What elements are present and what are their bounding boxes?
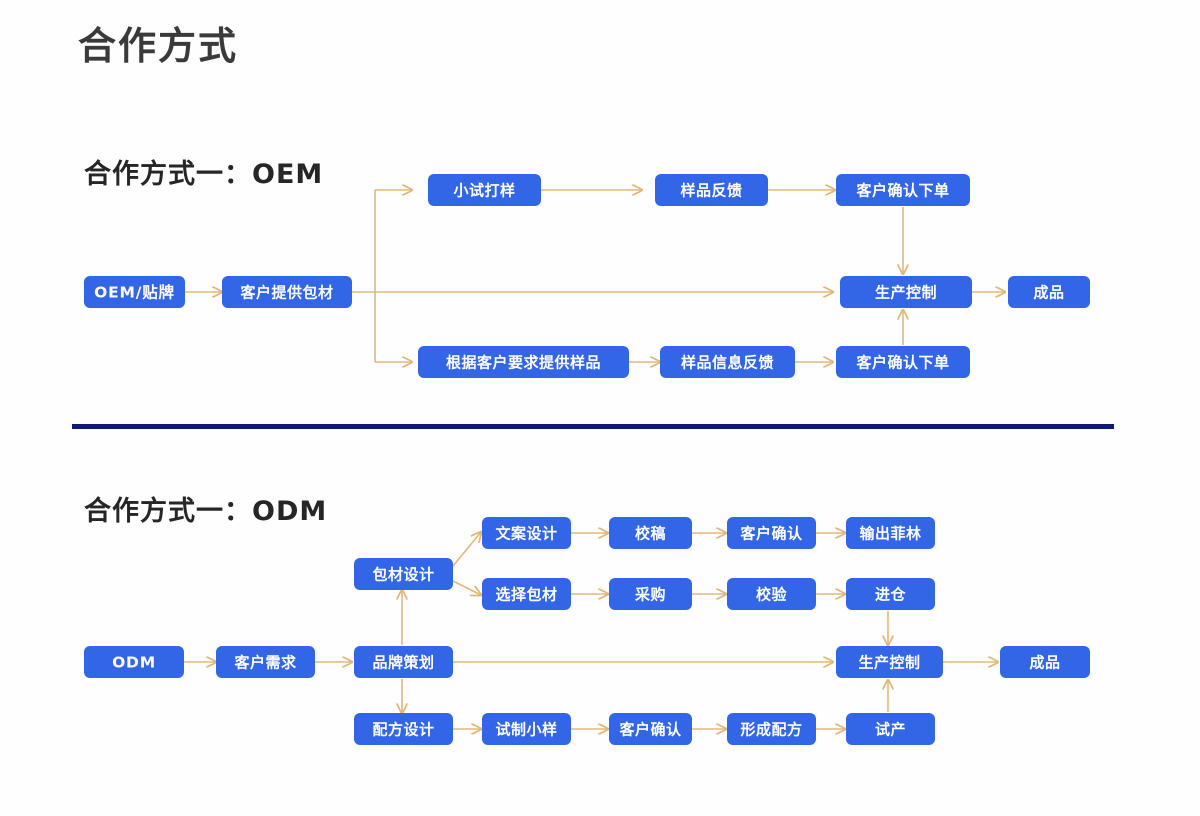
node-odm-formula[interactable]: 配方设计 <box>354 713 453 745</box>
node-oem-start[interactable]: OEM/贴牌 <box>84 276 185 308</box>
section-title-oem: 合作方式一：OEM <box>84 159 324 190</box>
connector-odm-package-row1 <box>452 532 481 567</box>
node-oem-finish-label: 成品 <box>1033 284 1064 302</box>
node-odm-formula-label: 配方设计 <box>372 721 434 739</box>
section-divider <box>72 424 1114 429</box>
node-oem-bottom-2-label: 样品信息反馈 <box>681 354 774 372</box>
node-oem-top-1-label: 小试打样 <box>453 182 515 200</box>
node-odm-row2-3[interactable]: 校验 <box>727 578 816 610</box>
node-oem-top-1[interactable]: 小试打样 <box>428 174 541 206</box>
node-odm-row4-3[interactable]: 客户确认 <box>609 713 692 745</box>
node-odm-package[interactable]: 包材设计 <box>354 558 453 590</box>
page-title: 合作方式 <box>78 24 239 68</box>
node-odm-row4-3-label: 客户确认 <box>618 721 682 739</box>
node-oem-provide-label: 客户提供包材 <box>239 284 333 302</box>
node-odm-finish[interactable]: 成品 <box>1000 646 1090 678</box>
node-odm-row1-1[interactable]: 文案设计 <box>482 517 571 549</box>
node-odm-brand-label: 品牌策划 <box>372 654 434 672</box>
node-odm-start-label: ODM <box>112 654 156 672</box>
node-odm-row2-2[interactable]: 采购 <box>609 578 692 610</box>
node-odm-row4-4-label: 形成配方 <box>740 721 802 739</box>
node-odm-row1-3-label: 客户确认 <box>739 525 803 543</box>
node-odm-row4-4[interactable]: 形成配方 <box>727 713 816 745</box>
oem-connectors <box>185 190 1005 362</box>
node-odm-row1-2-label: 校稿 <box>635 525 666 543</box>
node-odm-row2-3-label: 校验 <box>756 586 788 604</box>
node-odm-row2-1-label: 选择包材 <box>495 586 557 604</box>
node-oem-bottom-3-label: 客户确认下单 <box>855 354 949 372</box>
node-oem-top-2[interactable]: 样品反馈 <box>655 174 768 206</box>
odm-connectors <box>184 532 998 729</box>
node-odm-row4-2-label: 试制小样 <box>495 721 557 739</box>
node-oem-bottom-1-label: 根据客户要求提供样品 <box>446 354 601 372</box>
section-title-odm: 合作方式一：ODM <box>84 496 328 527</box>
node-oem-top-2-label: 样品反馈 <box>680 182 742 200</box>
node-odm-row1-4[interactable]: 输出菲林 <box>846 517 935 549</box>
node-odm-brand[interactable]: 品牌策划 <box>354 646 453 678</box>
node-odm-row2-2-label: 采购 <box>634 586 666 604</box>
node-oem-finish[interactable]: 成品 <box>1008 276 1090 308</box>
node-odm-row1-4-label: 输出菲林 <box>859 525 922 543</box>
node-odm-demand[interactable]: 客户需求 <box>216 646 315 678</box>
node-odm-control-label: 生产控制 <box>858 654 920 672</box>
node-odm-row4-2[interactable]: 试制小样 <box>482 713 571 745</box>
node-oem-top-3-label: 客户确认下单 <box>855 182 949 200</box>
node-oem-control[interactable]: 生产控制 <box>840 276 972 308</box>
node-oem-start-label: OEM/贴牌 <box>94 283 175 302</box>
node-odm-row2-4-label: 进仓 <box>875 586 907 604</box>
node-odm-row4-5-label: 试产 <box>875 721 906 739</box>
node-odm-demand-label: 客户需求 <box>233 654 297 672</box>
node-odm-row4-5[interactable]: 试产 <box>846 713 935 745</box>
node-oem-bottom-1[interactable]: 根据客户要求提供样品 <box>418 346 629 378</box>
node-odm-row1-1-label: 文案设计 <box>495 525 557 543</box>
node-odm-row2-1[interactable]: 选择包材 <box>482 578 571 610</box>
odm-nodes: ODM 客户需求 品牌策划 包材设计 文案设计 校稿 <box>84 517 1090 745</box>
node-odm-start[interactable]: ODM <box>84 646 184 678</box>
node-oem-bottom-3[interactable]: 客户确认下单 <box>836 346 970 378</box>
node-odm-package-label: 包材设计 <box>372 566 434 584</box>
node-odm-control[interactable]: 生产控制 <box>836 646 943 678</box>
node-oem-provide[interactable]: 客户提供包材 <box>222 276 352 308</box>
node-odm-row1-3[interactable]: 客户确认 <box>727 517 816 549</box>
node-odm-row2-4[interactable]: 进仓 <box>846 578 935 610</box>
node-oem-control-label: 生产控制 <box>875 284 937 302</box>
node-odm-finish-label: 成品 <box>1029 654 1060 672</box>
oem-nodes: OEM/贴牌 客户提供包材 小试打样 样品反馈 客户确认下单 根据客户要求提供样… <box>84 174 1090 378</box>
node-oem-top-3[interactable]: 客户确认下单 <box>836 174 970 206</box>
node-odm-row1-2[interactable]: 校稿 <box>609 517 692 549</box>
connector-odm-package-row2 <box>452 580 481 595</box>
node-oem-bottom-2[interactable]: 样品信息反馈 <box>660 346 795 378</box>
